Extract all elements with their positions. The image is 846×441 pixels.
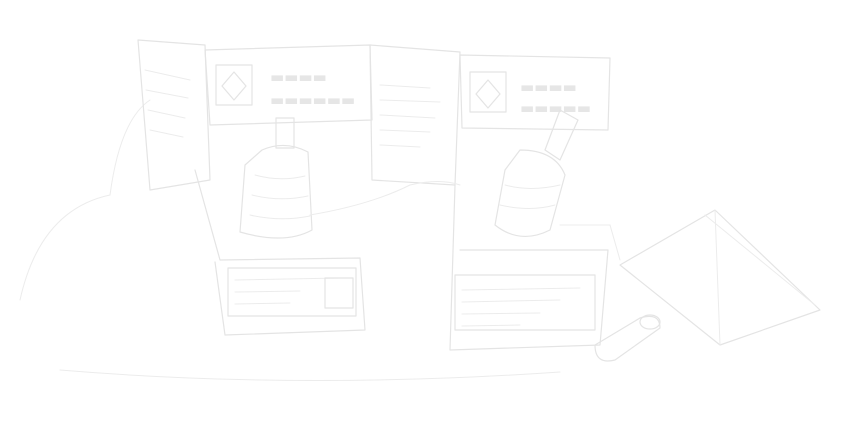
flame-warning-icon	[215, 64, 253, 106]
right-canister	[494, 109, 579, 237]
flame-warning-icon-2	[469, 71, 507, 113]
table-back-edge	[309, 181, 461, 216]
left-package	[137, 39, 211, 191]
left-blob	[19, 194, 111, 301]
left-canister	[239, 117, 313, 239]
tent-shape	[619, 209, 821, 346]
svg-text:▬▬▬▬▬: ▬▬▬▬▬	[520, 99, 591, 117]
cylinder-roll	[594, 314, 661, 362]
left-blob-top	[109, 99, 151, 196]
svg-text:▬▬▬▬: ▬▬▬▬	[270, 68, 327, 86]
left-box-front	[194, 169, 366, 336]
right-table-edge	[559, 224, 621, 261]
center-text-panel	[369, 44, 461, 186]
right-box-front	[449, 184, 609, 351]
right-label-card: ▬▬▬▬ ▬▬▬▬▬	[459, 54, 611, 131]
svg-text:▬▬▬▬: ▬▬▬▬	[520, 78, 577, 96]
left-label-card: ▬▬▬▬ ▬▬▬▬▬▬	[204, 44, 373, 126]
table-edge	[59, 369, 561, 382]
svg-text:▬▬▬▬▬▬: ▬▬▬▬▬▬	[270, 91, 355, 109]
